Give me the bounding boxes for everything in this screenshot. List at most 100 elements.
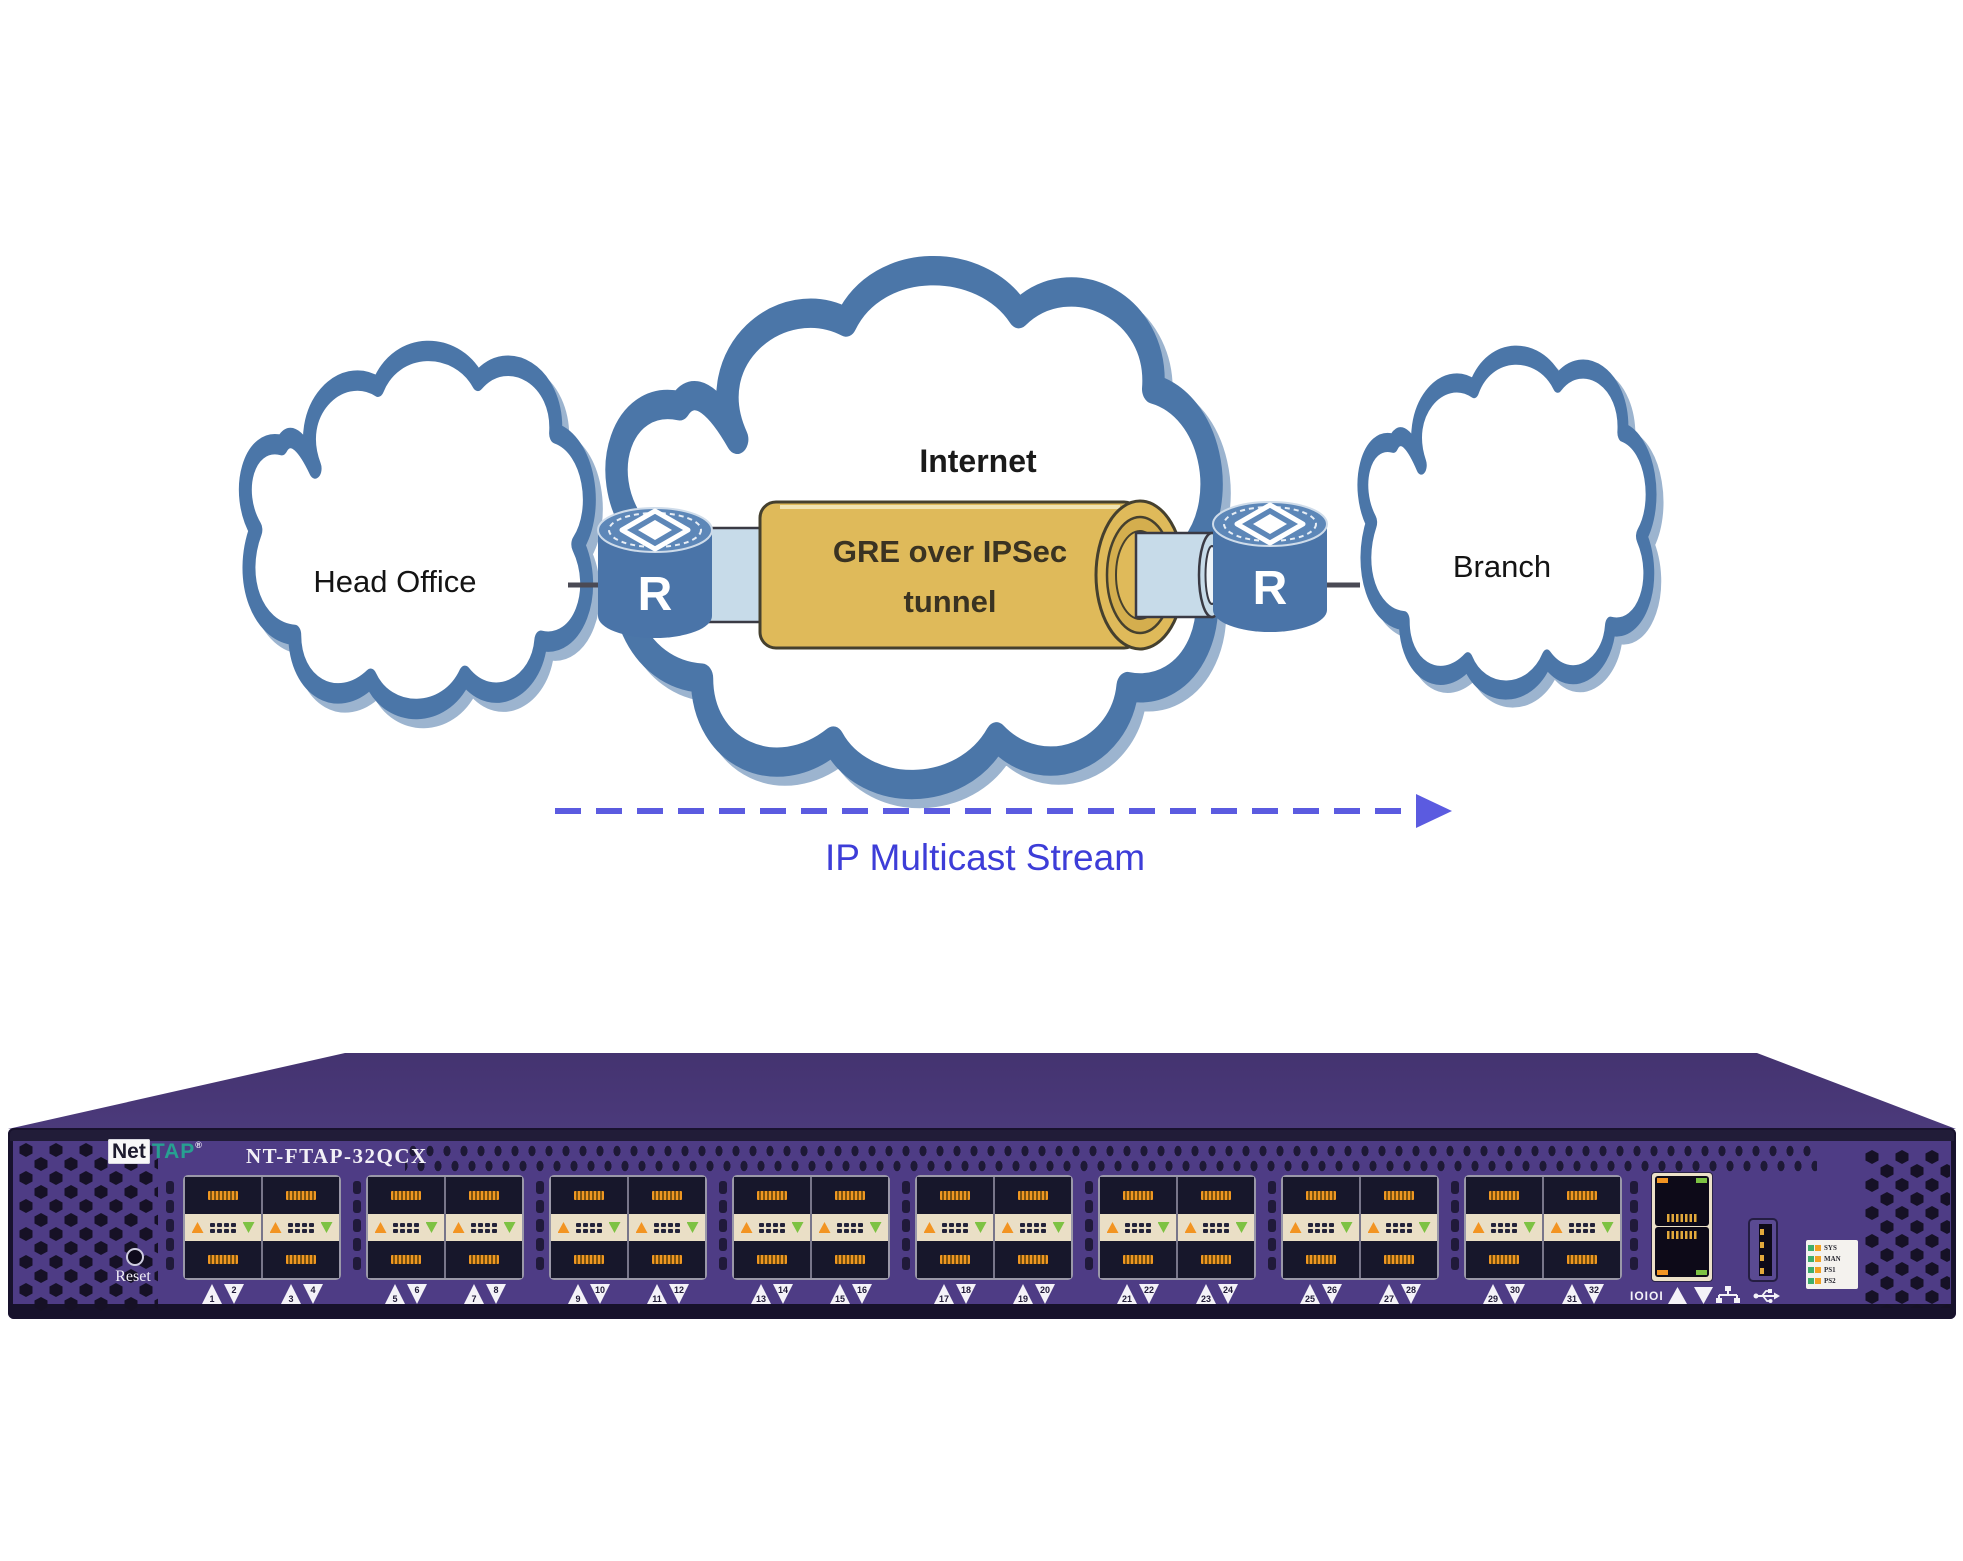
rx-triangle-icon xyxy=(1157,1222,1170,1233)
registered-mark: ® xyxy=(195,1140,202,1150)
usb-port xyxy=(1748,1218,1778,1282)
left-vent-grille xyxy=(18,1143,158,1311)
port-number-down-arrow: 10 xyxy=(590,1284,610,1304)
port-connector-band xyxy=(629,1214,705,1241)
qsfp-port xyxy=(446,1177,522,1214)
port-connector-band xyxy=(812,1214,888,1241)
tx-triangle-icon xyxy=(1472,1222,1485,1233)
head-office-cloud xyxy=(245,351,596,718)
port-label-barcode xyxy=(757,1191,787,1200)
port-connector-band xyxy=(551,1214,627,1241)
qsfp-port xyxy=(185,1241,261,1278)
qsfp-port xyxy=(1544,1177,1620,1214)
rx-triangle-icon xyxy=(425,1222,438,1233)
reset-label: Reset xyxy=(115,1268,151,1285)
connector-pins xyxy=(288,1222,314,1233)
qsfp-port xyxy=(995,1177,1071,1214)
port-label-barcode xyxy=(469,1255,499,1264)
port-number-down-arrow: 22 xyxy=(1139,1284,1159,1304)
port-connector-band xyxy=(1283,1214,1359,1241)
router-letter: R xyxy=(638,568,673,621)
connector-pins xyxy=(393,1222,419,1233)
port-column xyxy=(368,1177,444,1278)
port-connector-band xyxy=(1466,1214,1542,1241)
port-label-barcode xyxy=(652,1191,682,1200)
port-number-up-arrow: 21 xyxy=(1117,1284,1137,1304)
internet-label: Internet xyxy=(919,443,1037,479)
separator-slots xyxy=(1268,1181,1276,1271)
port-label-barcode xyxy=(1384,1255,1414,1264)
tx-triangle-icon xyxy=(191,1222,204,1233)
rx-triangle-icon xyxy=(1523,1222,1536,1233)
qsfp-port xyxy=(1544,1241,1620,1278)
column-divider xyxy=(993,1177,995,1278)
port-number-up-arrow: 29 xyxy=(1483,1284,1503,1304)
port-column xyxy=(1544,1177,1620,1278)
port-number-up-arrow: 27 xyxy=(1379,1284,1399,1304)
port-column xyxy=(1283,1177,1359,1278)
port-number-up-arrow: 13 xyxy=(751,1284,771,1304)
management-rj45-ports xyxy=(1651,1172,1713,1282)
port-column xyxy=(1466,1177,1542,1278)
qsfp-port xyxy=(1178,1177,1254,1214)
rj45-port-top xyxy=(1655,1176,1709,1226)
port-connector-band xyxy=(1178,1214,1254,1241)
led-legend: SYS MAN PS1 PS2 xyxy=(1806,1240,1858,1289)
port-column xyxy=(1178,1177,1254,1278)
qsfp-port xyxy=(551,1241,627,1278)
port-label-barcode xyxy=(286,1255,316,1264)
port-number-down-arrow: 12 xyxy=(669,1284,689,1304)
port-connector-band xyxy=(917,1214,993,1241)
model-number: NT-FTAP-32QCX xyxy=(246,1144,428,1168)
qsfp-port xyxy=(917,1241,993,1278)
qsfp-port xyxy=(1466,1241,1542,1278)
rx-triangle-icon xyxy=(503,1222,516,1233)
port-label-barcode xyxy=(286,1191,316,1200)
led-label: MAN xyxy=(1824,1255,1841,1263)
tx-triangle-icon xyxy=(269,1222,282,1233)
port-label-barcode xyxy=(391,1191,421,1200)
network-diagram: GRE over IPSec tunnel R R Head Office In… xyxy=(180,240,1740,878)
connector-pins xyxy=(759,1222,785,1233)
port-number-down-arrow: 26 xyxy=(1322,1284,1342,1304)
qsfp-port xyxy=(812,1177,888,1214)
port-number-down-arrow: 30 xyxy=(1505,1284,1525,1304)
port-connector-band xyxy=(995,1214,1071,1241)
qsfp-port xyxy=(368,1177,444,1214)
qsfp-port xyxy=(1361,1241,1437,1278)
port-column xyxy=(812,1177,888,1278)
router-letter: R xyxy=(1253,562,1288,615)
port-column xyxy=(629,1177,705,1278)
port-number-up-arrow: 7 xyxy=(464,1284,484,1304)
tx-triangle-icon xyxy=(557,1222,570,1233)
port-label-barcode xyxy=(940,1255,970,1264)
qsfp-port xyxy=(185,1177,261,1214)
port-label-barcode xyxy=(574,1191,604,1200)
port-label-barcode xyxy=(1489,1255,1519,1264)
rx-triangle-icon xyxy=(320,1222,333,1233)
port-connector-band xyxy=(1544,1214,1620,1241)
rx-triangle-icon xyxy=(1418,1222,1431,1233)
separator-slots xyxy=(353,1181,361,1271)
port-connector-band xyxy=(734,1214,810,1241)
qsfp-port-group xyxy=(1464,1175,1622,1280)
port-number-down-arrow: 18 xyxy=(956,1284,976,1304)
connector-pins xyxy=(1386,1222,1412,1233)
qsfp-port xyxy=(1283,1241,1359,1278)
connector-pins xyxy=(837,1222,863,1233)
rx-triangle-icon xyxy=(1235,1222,1248,1233)
port-separators xyxy=(8,1128,1956,1319)
port-label-barcode xyxy=(652,1255,682,1264)
connector-pins xyxy=(1020,1222,1046,1233)
connector-pins xyxy=(471,1222,497,1233)
ethernet-tree-icon xyxy=(1716,1286,1740,1303)
port-label-barcode xyxy=(835,1191,865,1200)
rx-triangle-icon xyxy=(1052,1222,1065,1233)
port-number-down-arrow: 32 xyxy=(1584,1284,1604,1304)
led-orange xyxy=(1815,1256,1821,1262)
port-column xyxy=(917,1177,993,1278)
rj45-led-orange xyxy=(1657,1270,1668,1275)
qsfp-port xyxy=(263,1241,339,1278)
port-number-down-arrow: 20 xyxy=(1035,1284,1055,1304)
port-label-barcode xyxy=(208,1255,238,1264)
